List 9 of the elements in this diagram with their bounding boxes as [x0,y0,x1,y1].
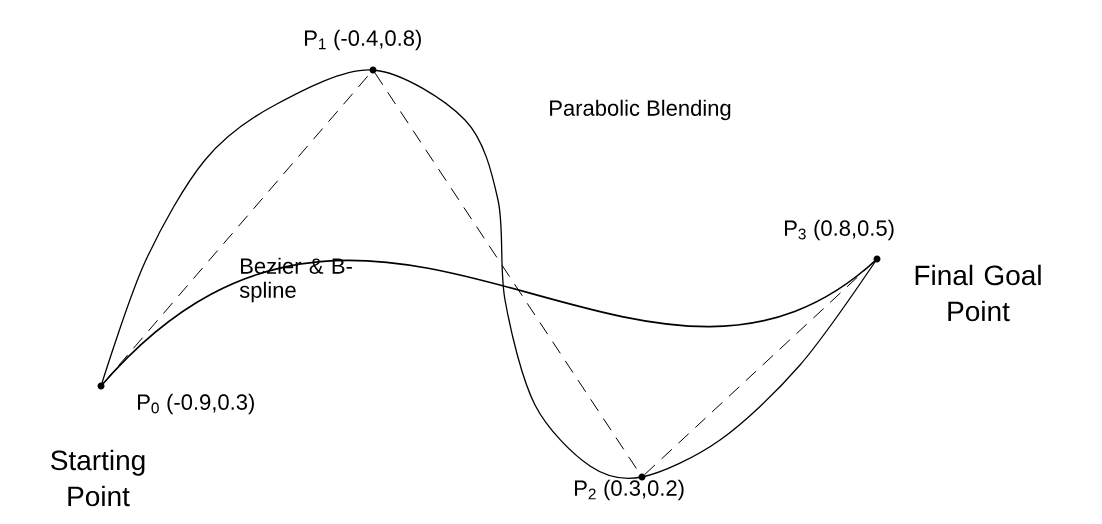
point-label: P$_{1}$ (-0.4,0.8) [305,29,421,51]
point-label: P$_{3}$ (0.8,0.5) [785,219,894,241]
point-label: P$_{2}$ (0.3,0.2) [575,479,684,501]
point-caption: Final Goal Point [915,264,1041,322]
point-label: P$_{0}$ (-0.9,0.3) [138,393,254,415]
control-polygon-line [644,261,875,475]
curve-label: Bezier & B-spline [239,257,352,303]
point-caption: Starting Point [51,449,145,507]
curve-label: Parabolic Blending [550,99,731,121]
